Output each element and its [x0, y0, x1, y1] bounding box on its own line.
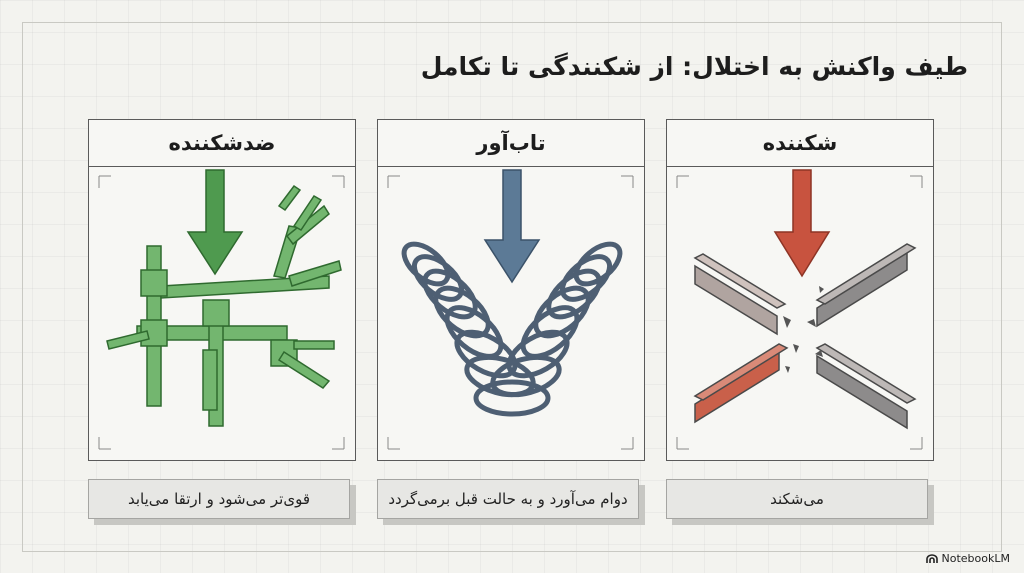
antifragile-illustration — [98, 169, 345, 450]
panel-antifragile-label: ضدشکننده — [89, 120, 355, 167]
panel-fragile-label: شکننده — [667, 120, 933, 167]
spring-coils — [401, 241, 623, 417]
resilient-arrow — [483, 169, 541, 284]
caption-antifragile: قوی‌تر می‌شود و ارتقا می‌یابد — [88, 479, 350, 519]
steel-beam-1 — [693, 253, 917, 430]
panel-fragile: شکننده — [666, 119, 934, 461]
caption-antifragile-box: قوی‌تر می‌شود و ارتقا می‌یابد — [88, 479, 356, 525]
caption-fragile-box: می‌شکند — [666, 479, 934, 525]
caption-resilient: دوام می‌آورد و به حالت قبل برمی‌گردد — [377, 479, 639, 519]
fragile-illustration — [676, 169, 923, 450]
caption-resilient-box: دوام می‌آورد و به حالت قبل برمی‌گردد — [377, 479, 645, 525]
crack-shards — [783, 286, 824, 373]
notebooklm-logo: NotebookLM — [925, 552, 1010, 565]
fragile-arrow — [773, 169, 831, 278]
resilient-illustration — [387, 169, 634, 450]
slide-frame — [22, 22, 1002, 552]
logo-text: NotebookLM — [941, 552, 1010, 565]
slide-title: طیف واکنش به اختلال: از شکنندگی تا تکامل — [420, 52, 968, 81]
panel-antifragile: ضدشکننده — [88, 119, 356, 461]
antifragile-arrow — [186, 169, 244, 276]
caption-fragile: می‌شکند — [666, 479, 928, 519]
panel-resilient-label: تاب‌آور — [378, 120, 644, 167]
notebooklm-icon — [925, 553, 938, 563]
steel-beam-2 — [693, 243, 917, 424]
panel-resilient: تاب‌آور — [377, 119, 645, 461]
antifragile-lattice — [106, 184, 342, 427]
